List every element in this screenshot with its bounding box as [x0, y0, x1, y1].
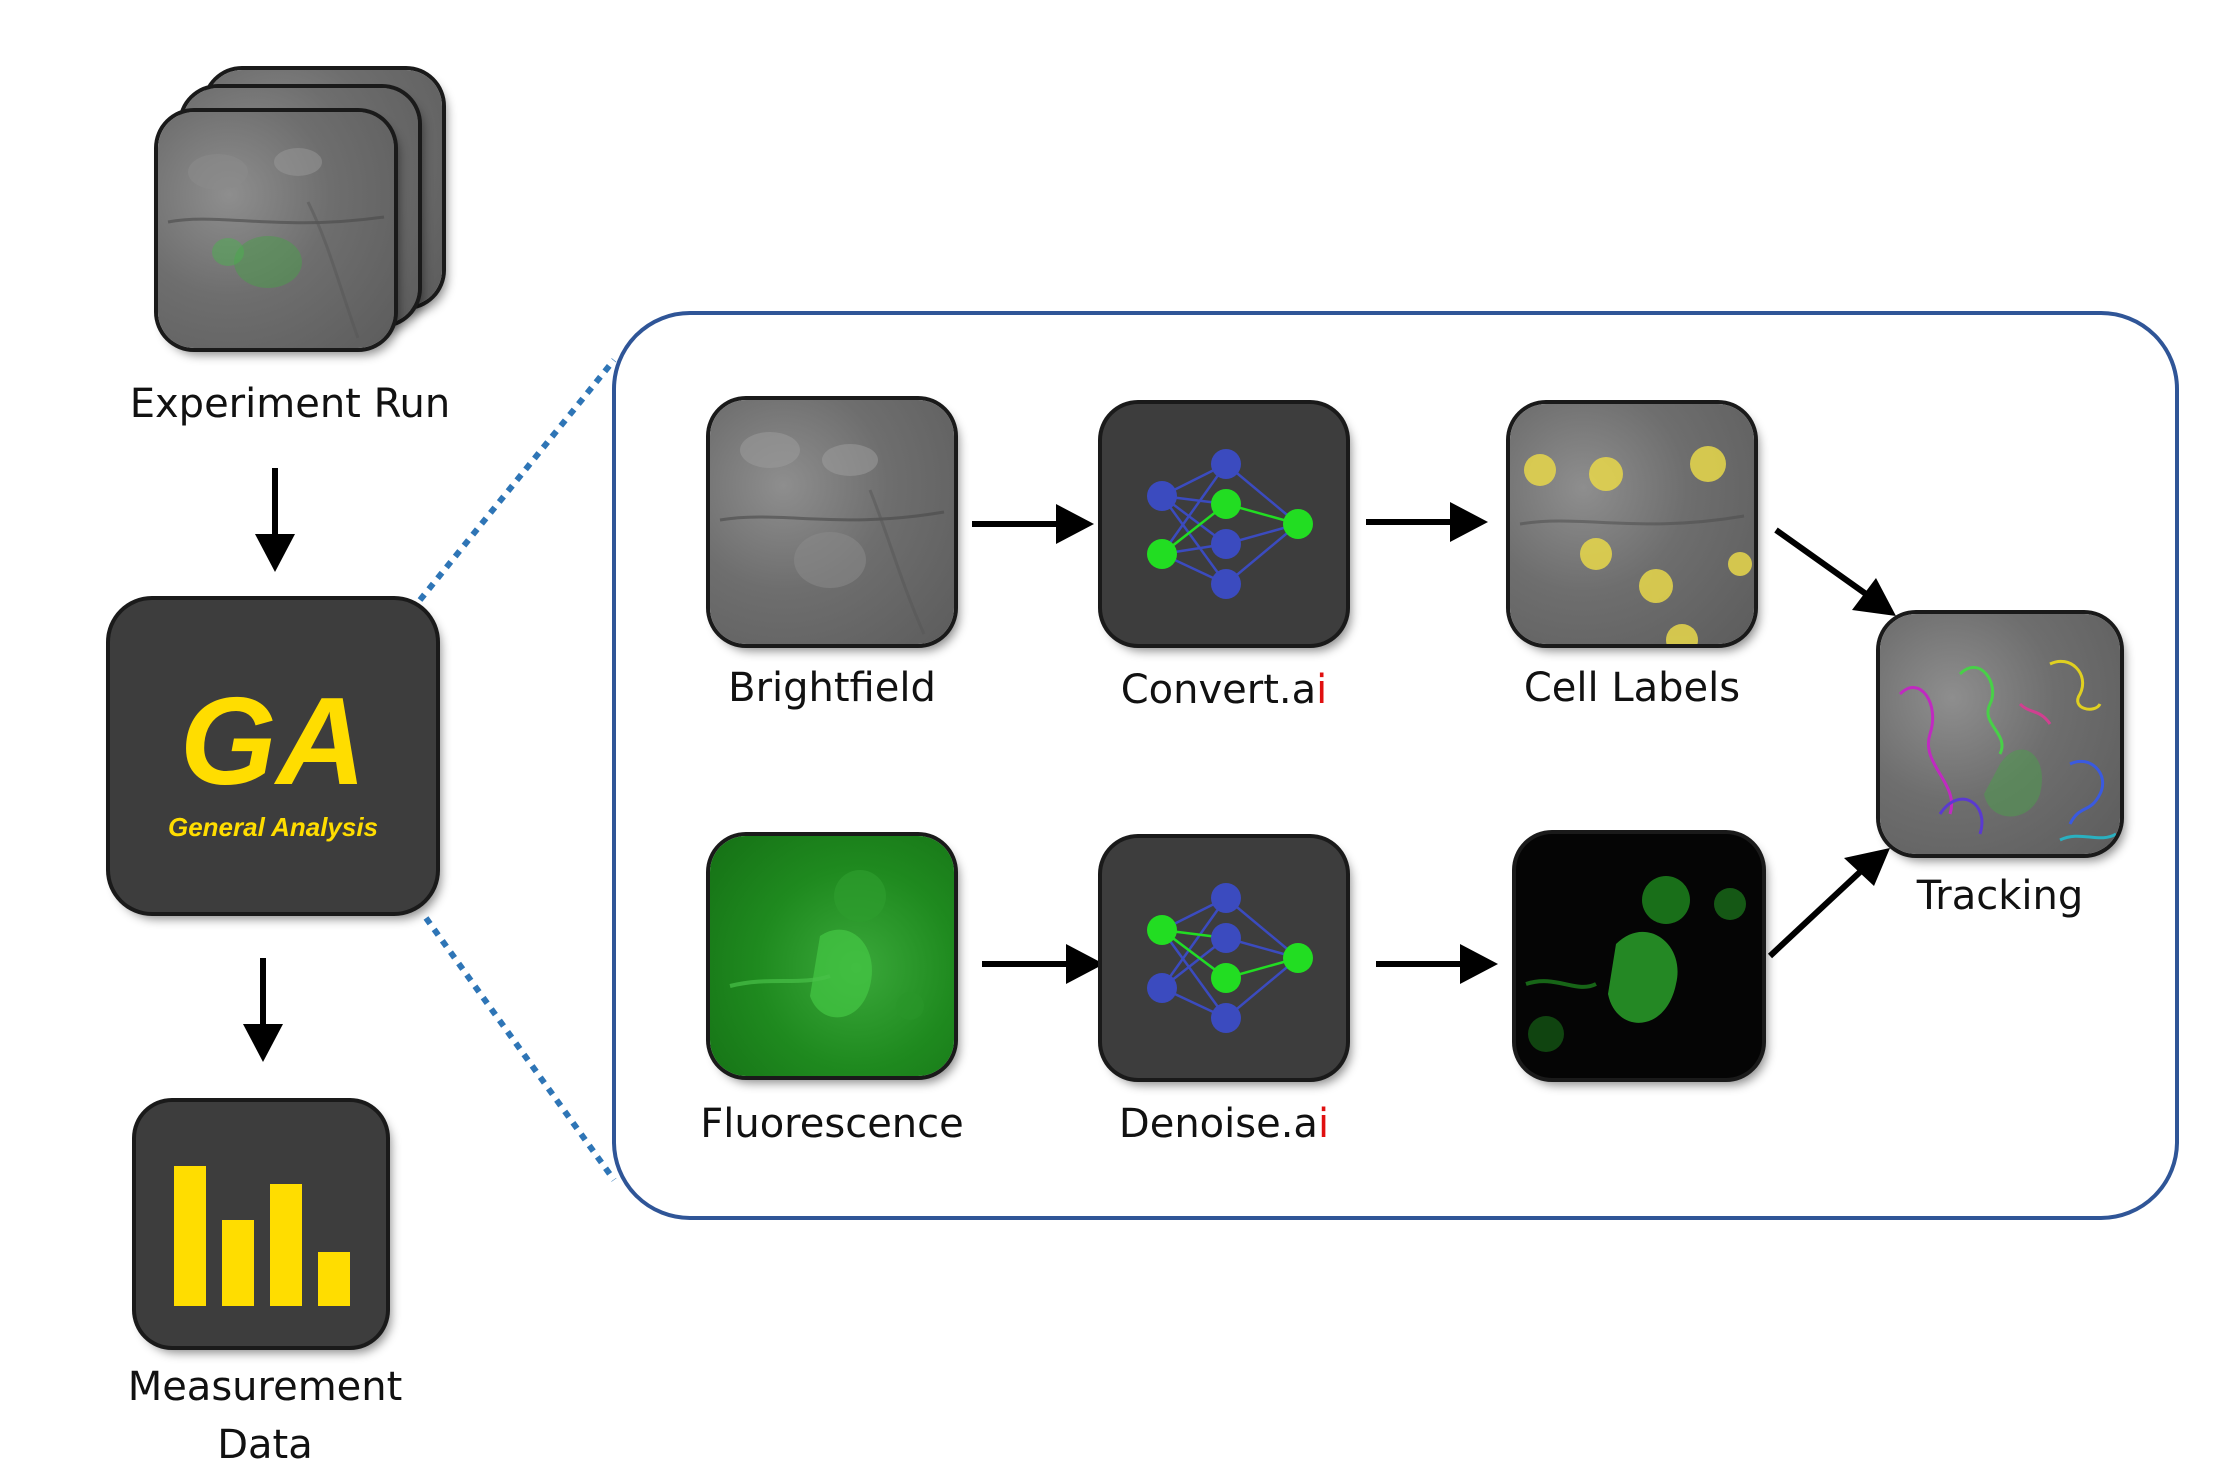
arrow-down-icon [255, 468, 295, 572]
arrow-right-icon [972, 504, 1094, 544]
experiment-run-image [158, 112, 394, 348]
experiment-run-stack [150, 66, 450, 366]
ga-logo-text: GA [180, 673, 366, 811]
arrow-right-icon [1376, 944, 1498, 984]
general-analysis-app-icon[interactable]: GA General Analysis [110, 600, 436, 912]
convert-ai-icon[interactable] [1102, 404, 1346, 644]
cell-texture-icon [719, 432, 945, 635]
arrow-down-icon [243, 958, 283, 1062]
convert-ai-label: Convert.ai [1074, 666, 1374, 714]
neural-network-icon [1147, 883, 1313, 1033]
ga-subtitle: General Analysis [167, 812, 379, 842]
brightfield-label: Brightfield [728, 665, 936, 711]
brightfield-image [710, 400, 954, 644]
measurement-data-label-line1: Measurement [127, 1364, 403, 1410]
denoised-image [1516, 834, 1762, 1078]
denoise-ai-icon[interactable] [1102, 838, 1346, 1078]
arrow-right-icon [1366, 502, 1488, 542]
measurement-data-label-line2: Data [217, 1422, 313, 1468]
arrow-diagonal-up-icon [1767, 848, 1890, 959]
arrow-right-icon [982, 944, 1104, 984]
denoise-ai-label: Denoise.ai [1074, 1100, 1374, 1148]
convert-ai-label-main: Convert.a [1120, 667, 1317, 713]
cell-tracks-icon [1898, 659, 2117, 842]
measurement-data-icon [136, 1102, 386, 1346]
fluorescence-label: Fluorescence [700, 1101, 964, 1147]
bar-chart-icon [174, 1166, 350, 1306]
experiment-run-label: Experiment Run [129, 381, 451, 427]
tracking-label: Tracking [1916, 873, 2084, 919]
cell-texture-icon [167, 148, 385, 339]
neural-network-icon [1147, 449, 1313, 599]
convert-ai-label-accent: i [1316, 667, 1328, 713]
cell-labels-image [1510, 404, 1754, 644]
labeled-cells-icon [1519, 446, 1752, 644]
tracking-image [1880, 614, 2120, 854]
arrow-diagonal-down-icon [1774, 527, 1896, 616]
denoise-ai-label-accent: i [1317, 1101, 1330, 1147]
denoise-ai-label-main: Denoise.a [1118, 1101, 1318, 1147]
fluorescence-image [710, 836, 954, 1076]
cell-labels-label: Cell Labels [1523, 665, 1741, 711]
denoised-cells-icon [1525, 876, 1746, 1052]
fluorescence-cells-icon [729, 870, 924, 1020]
